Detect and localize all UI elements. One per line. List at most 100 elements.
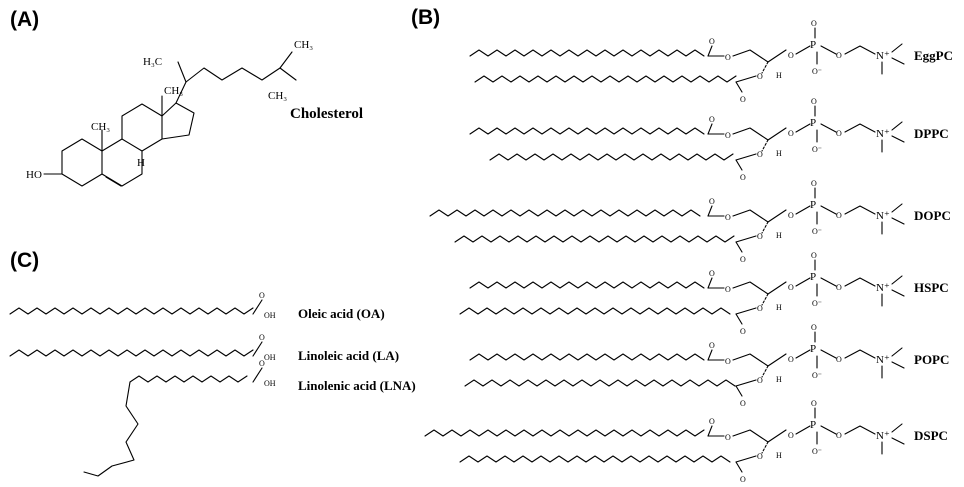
- ch3-atom-label: CH₃: [268, 90, 287, 102]
- carbonyl-bond: [735, 461, 743, 473]
- phosphoester-bond: [795, 123, 811, 133]
- carbonyl-bond: [735, 159, 743, 171]
- lipid-name: EggPC: [914, 48, 953, 63]
- n-methyl-bond: [891, 289, 905, 297]
- ring-b: [101, 138, 143, 187]
- stereo-bond: [761, 221, 769, 234]
- fatty-acid-chain: [9, 349, 254, 357]
- oxygen-atom-label: O: [709, 37, 715, 46]
- carbonyl-bond: [252, 367, 263, 383]
- carbonyl-bond: [707, 45, 713, 57]
- hydroxyl-atom-label: OH: [264, 353, 276, 362]
- n-methyl-bond: [891, 347, 903, 357]
- ho-atom-label: HO: [26, 169, 42, 181]
- choline-chain: [844, 123, 876, 133]
- acyl-chain-sn2: [464, 379, 736, 387]
- carbonyl-bond: [707, 205, 713, 217]
- oxygen-atom-label: O: [811, 19, 817, 28]
- acyl-chain-sn1: [469, 281, 705, 289]
- oxygen-atom-label: O: [836, 431, 842, 440]
- oxygen-atom-label: O: [259, 333, 265, 342]
- stereo-bond: [761, 61, 769, 74]
- ester-bond: [735, 75, 757, 83]
- acyl-chain-sn2: [459, 307, 731, 315]
- ch3-atom-label: CH₃: [294, 39, 313, 51]
- oxygen-atom-label: O: [788, 431, 794, 440]
- carbonyl-bond: [735, 313, 743, 325]
- n-methyl-bond: [891, 43, 903, 53]
- oxygen-atom-label: O: [725, 53, 731, 62]
- oxygen-atom-label: O: [259, 291, 265, 300]
- oxygen-atom-label: O: [757, 452, 763, 461]
- phosphoester-bond: [795, 349, 811, 359]
- carbonyl-bond: [252, 299, 263, 315]
- acyl-chain-sn1: [424, 429, 705, 437]
- acyl-chain-sn2: [459, 455, 731, 463]
- oxygen-atom-label: O: [757, 150, 763, 159]
- oxygen-atom-label: O: [757, 72, 763, 81]
- panel-c-label: (C): [10, 249, 39, 272]
- oxygen-atom-label: O: [740, 327, 746, 336]
- oxygen-atom-label: O⁻: [812, 227, 822, 236]
- choline-chain: [844, 425, 876, 435]
- phosphoester-bond: [820, 425, 837, 435]
- oxygen-atom-label: O: [788, 51, 794, 60]
- oxygen-atom-label: O: [757, 304, 763, 313]
- glycerol-backbone: [732, 429, 787, 443]
- stereo-bond: [761, 293, 769, 306]
- lipid-name: HSPC: [914, 280, 949, 295]
- panel-a: (A) H₃C CH₃ CH₃ CH₃ CH₃ HO: [10, 8, 363, 187]
- nitrogen-atom-label: N⁺: [876, 128, 890, 140]
- oxygen-atom-label: O: [725, 433, 731, 442]
- phosphorus-atom-label: P: [810, 39, 816, 51]
- ester-bond: [735, 455, 757, 463]
- carbonyl-bond: [707, 349, 713, 361]
- phosphorus-atom-label: P: [810, 117, 816, 129]
- carbonyl-bond: [707, 425, 713, 437]
- h3c-atom-label: H₃C: [143, 56, 162, 68]
- acyl-chain-sn2: [489, 153, 734, 161]
- nitrogen-atom-label: N⁺: [876, 282, 890, 294]
- panel-b-label: (B): [411, 6, 440, 29]
- side-chain: [175, 67, 297, 104]
- glycerol-backbone: [732, 127, 787, 141]
- oxygen-atom-label: O: [709, 115, 715, 124]
- panel-c: (C) O OH Oleic acid (OA) O OH Linoleic acid (…: [9, 249, 416, 477]
- glycerol-backbone: [732, 281, 787, 295]
- ester-bond: [735, 379, 757, 387]
- hydrogen-atom-label: H: [776, 231, 782, 240]
- oxygen-atom-label: O⁻: [812, 67, 822, 76]
- stereo-bond: [761, 365, 769, 378]
- phosphoester-bond: [820, 123, 837, 133]
- cholesterol-structure: H₃C CH₃ CH₃ CH₃ CH₃ HO H: [26, 39, 313, 187]
- oxygen-atom-label: O: [811, 399, 817, 408]
- lipid-name: DOPC: [914, 208, 951, 223]
- lipid-name: DPPC: [914, 126, 949, 141]
- nitrogen-atom-label: N⁺: [876, 50, 890, 62]
- nitrogen-atom-label: N⁺: [876, 430, 890, 442]
- fatty-acid-chain: [129, 375, 248, 383]
- lipid-name: POPC: [914, 352, 949, 367]
- acyl-chain-sn2: [454, 235, 735, 243]
- n-methyl-bond: [891, 203, 903, 213]
- n-methyl-bond: [891, 275, 903, 285]
- fatty-acid-name: Linoleic acid (LA): [298, 348, 399, 363]
- hydrogen-atom-label: H: [776, 71, 782, 80]
- phosphorus-atom-label: P: [810, 271, 816, 283]
- oxygen-atom-label: O: [740, 95, 746, 104]
- hydroxyl-atom-label: OH: [264, 311, 276, 320]
- glycerol-backbone: [732, 49, 787, 63]
- fatty-acid-name: Oleic acid (OA): [298, 306, 385, 321]
- choline-chain: [844, 205, 876, 215]
- glycerol-backbone: [732, 209, 787, 223]
- oxygen-atom-label: O: [709, 341, 715, 350]
- phosphoester-bond: [820, 45, 837, 55]
- carbonyl-bond: [707, 277, 713, 289]
